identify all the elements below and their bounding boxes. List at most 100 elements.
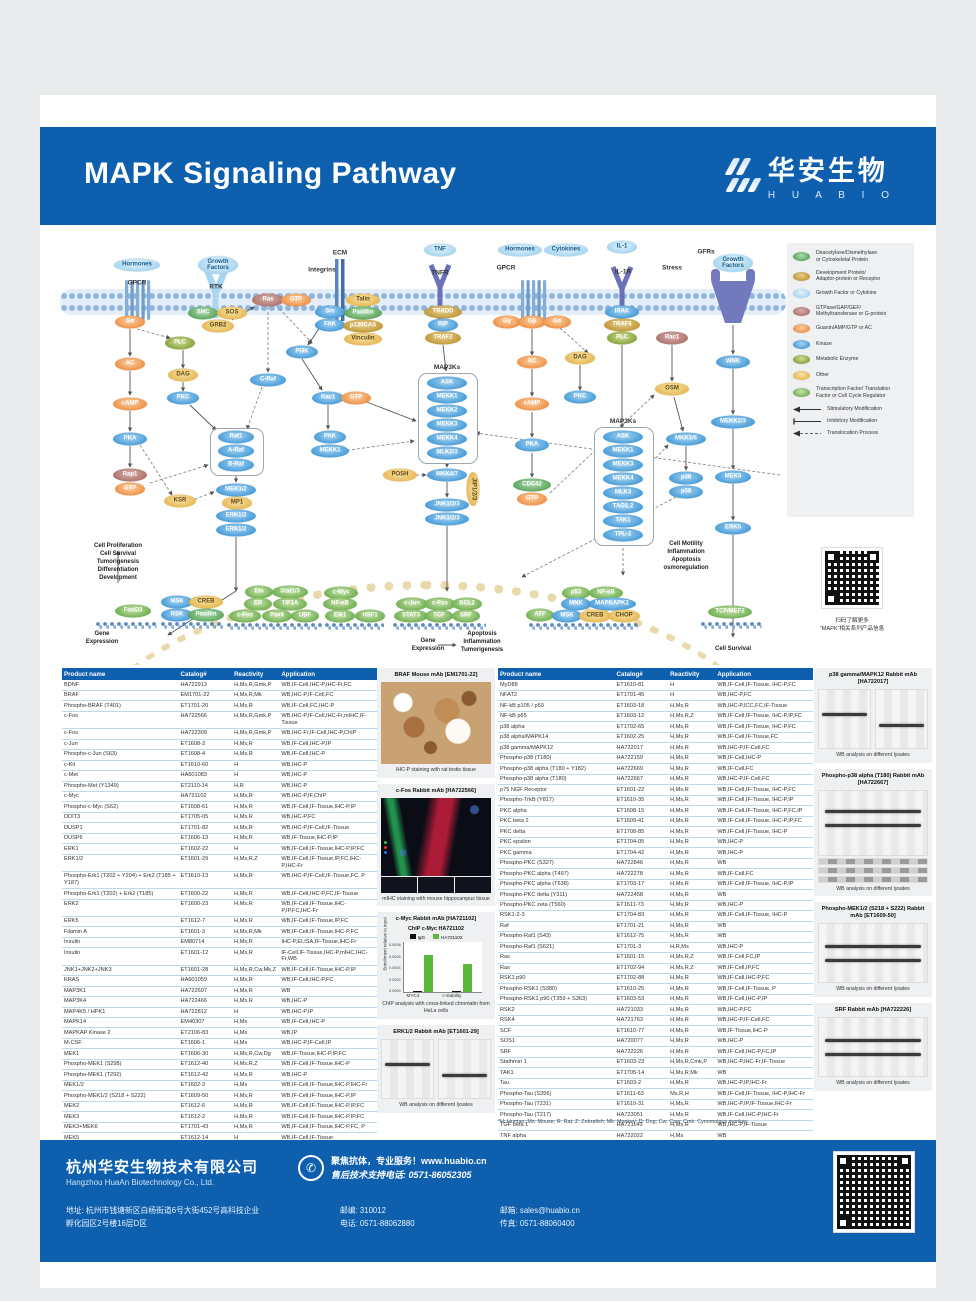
cell: EM80714 <box>178 938 233 949</box>
chart-y-label: Enrichment relative to input <box>382 917 388 971</box>
pathway-node: PLC <box>607 331 637 345</box>
cell: H,Ms,R <box>668 1005 716 1016</box>
pathway-qr-code <box>821 547 883 609</box>
cell: H,Ms,R,Mk <box>232 691 280 702</box>
pathway-node: CREB <box>579 609 611 623</box>
cell: Phospho-MEK1 (S298) <box>62 1060 179 1071</box>
pathway-node: Paxillin <box>344 306 382 320</box>
cell: HA722812 <box>178 1008 233 1018</box>
cell: ET1702-88 <box>614 974 669 985</box>
legend-swatch <box>793 252 810 261</box>
cell: Phospho-BRAF (T401) <box>62 701 179 712</box>
cell: H,Ms,R <box>668 869 716 880</box>
panel-caption: ChIP analysis with cross-linked chromati… <box>382 1001 490 1015</box>
pathway-node: Talin <box>346 293 380 307</box>
cell: H,Ms,R <box>668 796 716 807</box>
pathway-node: KSR <box>164 494 196 508</box>
pathway-node: SHC <box>188 306 218 320</box>
x-tick-label: c-stability <box>442 993 462 999</box>
cell: H <box>232 761 280 772</box>
pathway-node: MLK3 <box>603 486 643 500</box>
cell: MAP4K5 / HPK1 <box>62 1008 179 1018</box>
pathway-node: MEK1/2 <box>216 483 256 497</box>
table-row: Phospho-Erk1 (T202 + Y204) + Erk2 (T185 … <box>62 872 377 890</box>
qr-caption: 扫码了解更多 “MAPK”相关系列产品信息 <box>777 617 927 634</box>
pathway-node: p130CAS <box>343 319 383 333</box>
cell: H,Ms,R <box>232 872 280 890</box>
pathway-node: Src <box>315 305 345 319</box>
cell: WB,IF-Cell,IF-Tissue,IHC-P,FC <box>279 927 377 938</box>
cell: WB,IF-Cell,IF-Tissue,IHC-P,IHC-Fr <box>279 1081 377 1092</box>
diagram-label: ECM <box>332 249 348 257</box>
cell: H <box>668 680 716 691</box>
gpcr2-receptor <box>521 280 547 320</box>
cell: H,Ms,R <box>668 722 716 733</box>
pathway-node: ERK5 <box>715 521 751 535</box>
plasma-membrane <box>60 289 786 315</box>
cell: ET1606-30 <box>178 1049 233 1060</box>
cell: WB,IHC-P <box>715 838 813 849</box>
cell: ET1603-12 <box>614 712 669 723</box>
cell: H <box>232 1008 280 1018</box>
cell: HA601083 <box>178 771 233 782</box>
pathway-node: RSK <box>161 608 193 622</box>
cell: WB,IF-Cell,IP,FC <box>715 964 813 974</box>
cell: WB,IHC-P,IF-Cell,FC <box>715 1016 813 1027</box>
cell: Phospho-MEK1/2 (S218 + S222) <box>62 1091 179 1102</box>
pathway-node: Rac1 <box>312 391 344 405</box>
cell: ET1606-1 <box>178 1039 233 1050</box>
pathway-node: TCF/MEF2 <box>708 605 752 619</box>
pathway-node: MEKK1 <box>427 390 467 404</box>
panel-caption: WB analysis on different lysates <box>836 986 910 993</box>
cell: ET1704-05 <box>614 838 669 849</box>
cell: Phospho-MEK1 (T292) <box>62 1070 179 1081</box>
pathway-node: JNK1/2/3 <box>425 512 469 526</box>
legend-label: Other <box>816 371 829 378</box>
legend-item: Metabolic Enzyme <box>793 355 908 364</box>
cell: HA722309 <box>178 729 233 740</box>
cell: ET1701-45 <box>614 691 669 702</box>
pathway-node: ASK <box>603 430 643 444</box>
cell: ET1611-63 <box>614 1089 669 1100</box>
cell: H,Ms,R,Z <box>668 964 716 974</box>
cell: H,Ms,R <box>668 1016 716 1027</box>
cell: EM40307 <box>178 1018 233 1029</box>
cell: H <box>232 844 280 855</box>
cell: H,Ms,R,Gmk,P <box>232 680 280 691</box>
cell: MAP3K4 <box>62 997 179 1008</box>
legend-arrow-item: Translocation Process <box>793 430 908 437</box>
cell: H,Ms,R <box>232 813 280 824</box>
cell: ET1601-12 <box>178 948 233 966</box>
cell: WB,IHC-P,IP,IHC-Fr <box>715 1079 813 1090</box>
cell: ET1703-17 <box>614 880 669 891</box>
pathway-node: RIP <box>428 318 458 332</box>
cell: Phospho-Tau (T231) <box>498 1100 615 1111</box>
legend-label: GTPase/GAP/GEF/ Methyltransferase or G-p… <box>816 304 887 318</box>
wb-band <box>825 809 921 813</box>
cell: H,Ms,R <box>668 701 716 712</box>
cell: H,Ms,R <box>668 922 716 933</box>
cell: WB,IF-Cell,IF-Tissue,IHC-P,IP <box>279 1091 377 1102</box>
cell: WB,IF-Cell,IHC-P <box>279 750 377 761</box>
cell: ET1602-22 <box>178 844 233 855</box>
cell: H,Ms,R <box>232 987 280 998</box>
cell: WB,IF-Cell,IHC-P,IP <box>279 740 377 751</box>
dna-strand <box>528 622 638 631</box>
cell: ET1606-13 <box>178 834 233 845</box>
cell: H,Ms,R <box>668 806 716 817</box>
cell: Phospho-Met (Y1349) <box>62 782 179 792</box>
